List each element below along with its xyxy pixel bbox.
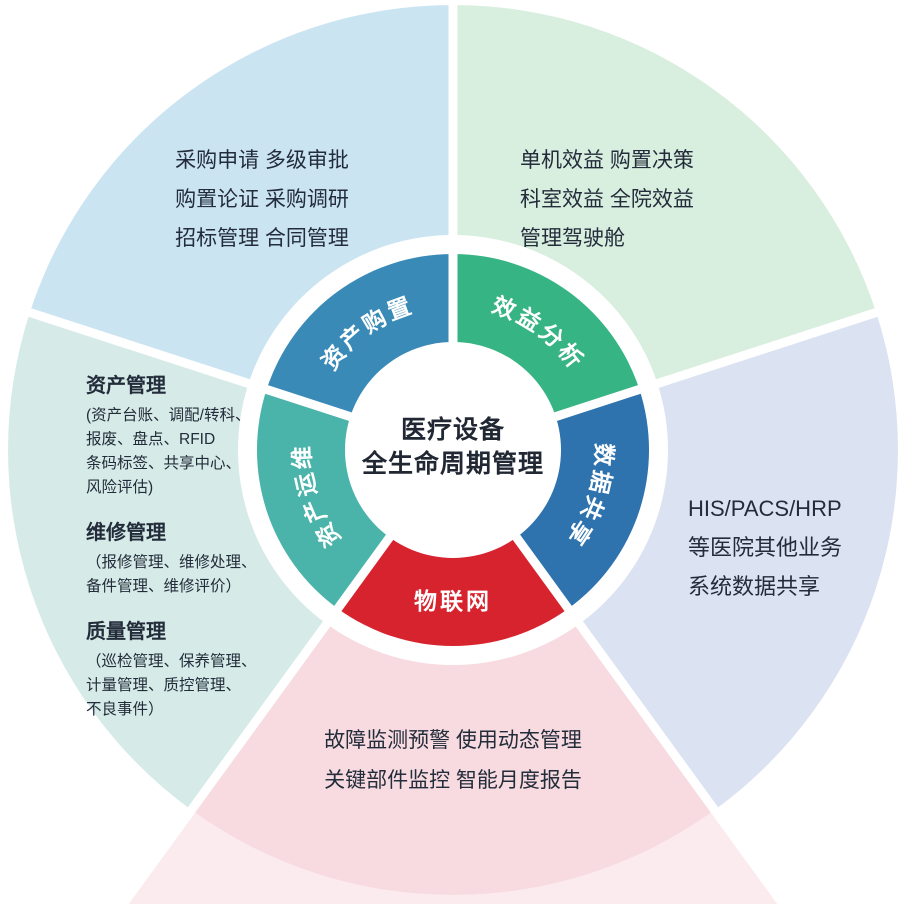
sector-iot-outer <box>191 623 715 896</box>
operations-group-line: （巡检管理、保养管理、 <box>86 653 257 670</box>
operations-feature-list: 资产管理 (资产台账、调配/转科、 报废、盘点、RFID 条码标签、共享中心、 … <box>86 372 318 741</box>
benefit-feature-list: 单机效益 购置决策 科室效益 全院效益 管理驾驶舱 <box>520 141 694 258</box>
purchase-feature-line: 采购申请 多级审批 <box>175 149 349 172</box>
datashare-feature-list: HIS/PACS/HRP 等医院其他业务 系统数据共享 <box>688 489 842 606</box>
ring-segment-datashare <box>514 389 650 609</box>
ring-segment-purchase <box>266 254 453 418</box>
operations-group-repair: 维修管理 （报修管理、维修处理、 备件管理、维修评价） <box>86 519 318 599</box>
iot-feature-line: 关键部件监控 智能月度报告 <box>324 769 582 792</box>
iot-feature-line: 故障监测预警 使用动态管理 <box>324 729 582 752</box>
purchase-feature-line: 招标管理 合同管理 <box>175 227 349 250</box>
purchase-feature-list: 采购申请 多级审批 购置论证 采购调研 招标管理 合同管理 <box>120 141 404 258</box>
sector-purchase-outer <box>29 5 454 384</box>
sector-datashare-outer <box>579 312 898 810</box>
datashare-feature-line: HIS/PACS/HRP <box>688 496 842 521</box>
ring-segment-benefit <box>453 253 640 418</box>
operations-group-quality: 质量管理 （巡检管理、保养管理、 计量管理、质控管理、 不良事件） <box>86 618 318 722</box>
benefit-feature-line: 科室效益 全院效益 <box>520 188 694 211</box>
ring-label-iot: 物联网 <box>414 588 492 614</box>
operations-group-line: 报废、盘点、RFID <box>86 431 216 448</box>
benefit-feature-line: 单机效益 购置决策 <box>520 149 694 172</box>
operations-group-line: 备件管理、维修评价） <box>86 578 242 595</box>
operations-group-line: 风险评估) <box>86 479 154 496</box>
operations-group-line: (资产台账、调配/转科、 <box>86 407 251 424</box>
sector-iot-echo <box>123 810 783 904</box>
operations-group-asset: 资产管理 (资产台账、调配/转科、 报废、盘点、RFID 条码标签、共享中心、 … <box>86 372 318 500</box>
ring-segment-operations <box>256 389 392 609</box>
iot-feature-list: 故障监测预警 使用动态管理 关键部件监控 智能月度报告 <box>203 721 703 801</box>
purchase-feature-line: 购置论证 采购调研 <box>175 188 349 211</box>
sector-benefit-outer <box>453 5 877 384</box>
datashare-feature-line: 系统数据共享 <box>688 574 821 599</box>
sector-operations-outer <box>8 312 327 810</box>
ring-segment-iot <box>337 534 569 647</box>
operations-group-line: 条码标签、共享中心、 <box>86 455 242 472</box>
benefit-feature-line: 管理驾驶舱 <box>520 227 625 250</box>
operations-group-title: 维修管理 <box>86 522 166 544</box>
operations-group-line: 不良事件） <box>86 701 164 718</box>
datashare-feature-line: 等医院其他业务 <box>688 535 843 560</box>
operations-group-line: （报修管理、维修处理、 <box>86 554 257 571</box>
operations-group-title: 资产管理 <box>86 375 166 397</box>
operations-group-line: 计量管理、质控管理、 <box>86 677 242 694</box>
operations-group-title: 质量管理 <box>86 621 166 643</box>
center-circle <box>345 342 561 558</box>
center-title-line2: 全生命周期管理 <box>361 449 544 478</box>
center-title-line1: 医疗设备 <box>401 415 505 444</box>
